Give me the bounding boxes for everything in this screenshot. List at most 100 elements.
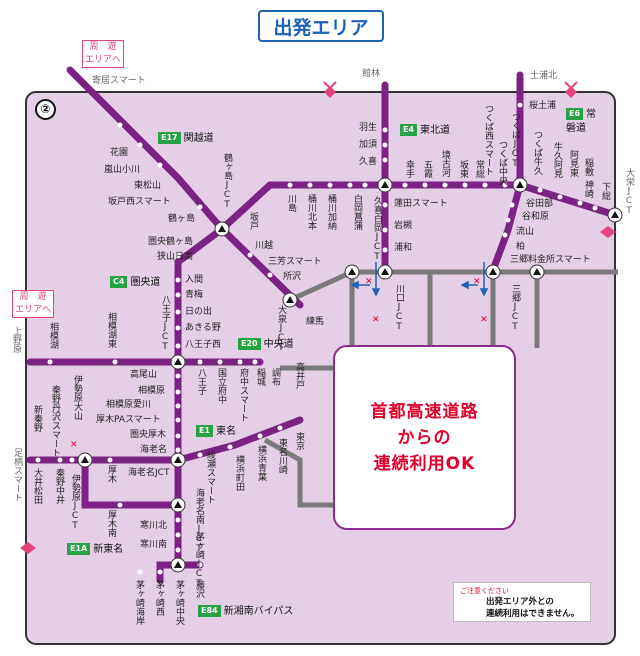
stn-misato-jct: 三郷JCT [510, 284, 520, 332]
stn-hanazono: 花園 [110, 148, 129, 158]
stn-hinode: 日の出 [185, 307, 213, 317]
stn-satte: 幸手 [404, 160, 414, 178]
stn-takaido: 高井戸 [294, 362, 304, 389]
stn-tomeikawasaki: 東名川崎 [277, 438, 287, 474]
stn-shimofusa: 下総 [600, 182, 610, 200]
label-oi: 大栄JCT [624, 168, 634, 216]
stn-tsukuba-jct: つくばJCT [510, 112, 520, 169]
explore-area-tag-left[interactable]: 周 遊 エリアへ [12, 290, 55, 318]
notice-line-1: 首都高速道路 [370, 401, 479, 422]
stn-yatabe: 谷田部 [526, 199, 554, 209]
stn-chigasakinishi: 茅ヶ崎西 [154, 580, 164, 616]
stn-ebina-jct: 海老名JCT [128, 468, 170, 478]
stn-hachiojinishi: 八王子西 [185, 340, 222, 350]
stn-kenou-tsurugashima: 圏央鶴ヶ島 [148, 237, 194, 247]
stn-fujisawa: 藤沢 [194, 580, 204, 598]
stn-hanyu: 羽生 [359, 123, 378, 133]
stn-chigasakichuo: 茅ヶ崎中央 [174, 580, 184, 625]
stn-atsugi-pa: 厚木PAスマート [96, 415, 161, 425]
stn-nerima: 練馬 [306, 317, 325, 327]
label-ueno: 上野原 [11, 326, 21, 353]
stn-shinhadano: 新秦野 [32, 405, 42, 432]
stn-yokohamamachida: 横浜町田 [234, 455, 244, 491]
stn-hasuda: 蓮田スマート [394, 199, 448, 209]
stn-yokohamaaoba: 横浜青葉 [256, 445, 266, 481]
stn-amihigashi: 阿見東 [568, 150, 578, 177]
stn-sakaikoga: 境古河 [440, 150, 450, 177]
svg-text:✕: ✕ [473, 277, 481, 287]
label-tsuchiura: 土浦北 [530, 71, 558, 81]
label-yorii: 寄居スマート [92, 76, 146, 86]
stn-tsukubaushiku: つくば牛久 [532, 130, 542, 175]
stn-inashiki: 稲敷 [583, 158, 593, 176]
legend-text: 出発エリア外との 連続利用はできません。 [486, 597, 580, 619]
stn-tokorozawa: 所沢 [283, 272, 302, 282]
stn-chigasakikaigan: 茅ヶ崎海岸 [134, 580, 144, 625]
stn-tsurugashima: 鶴ヶ島 [168, 214, 196, 224]
stn-chigasaki-jct: 茅ヶ崎JCT [194, 532, 204, 589]
stn-ushikuami: 牛久阿見 [552, 142, 562, 178]
stn-kawagoe: 川越 [255, 241, 274, 251]
stn-hadanotanzawa: 秦野丹沢スマート [50, 385, 60, 457]
direction-arrows [350, 262, 489, 297]
stn-nagareyama: 流山 [516, 227, 535, 237]
stn-goka: 五霞 [422, 160, 432, 178]
stn-sayama: 狭山日高 [157, 252, 194, 262]
stn-kunitachi: 国立府中 [216, 368, 226, 404]
stn-tsurugashima-jct: 鶴ヶ島JCT [222, 153, 232, 210]
junction-markers [77, 177, 623, 573]
stn-inagi: 稲城 [255, 368, 265, 386]
stn-sagamihara: 相模原 [138, 386, 166, 396]
notice-box: 首都高速道路 からの 連続利用OK [333, 345, 516, 530]
stn-miyoshi: 三芳スマート [268, 257, 322, 267]
svg-text:✕: ✕ [365, 277, 373, 287]
stn-sakadonishi: 坂戸西スマート [108, 197, 171, 207]
stn-kashiwa: 柏 [516, 242, 526, 252]
stn-okegawakitamoto: 桶川北本 [306, 194, 316, 230]
label-ashigara: 足柄スマート [12, 448, 22, 502]
no-entry-marks: ✕ ✕ ✕ ✕ ✕ [70, 277, 488, 450]
stn-kawajima: 川島 [286, 194, 296, 212]
stn-hachioji: 八王子 [196, 368, 206, 395]
stn-chofu: 調布 [270, 368, 280, 386]
notice-line-3: 連続利用OK [373, 453, 476, 474]
stn-sagamiko: 相模湖 [48, 322, 58, 349]
stn-ebinaminami: 海老名南JCT [194, 488, 204, 554]
svg-text:✕: ✕ [372, 315, 380, 325]
stn-takaosan: 高尾山 [130, 370, 158, 380]
stn-oimatsuda: 大井松田 [32, 468, 42, 504]
stn-hachioji-jct: 八王子JCT [160, 295, 170, 352]
station-dots [35, 102, 598, 575]
svg-text:✕: ✕ [70, 440, 78, 450]
stn-joso: 常総 [474, 160, 484, 178]
stn-shiraokashobu: 白岡菖蒲 [352, 194, 362, 230]
area-number-badge: ② [35, 99, 56, 120]
stn-tsukubanishi: つくば西スマート [483, 104, 493, 176]
stn-samukawakita: 寒川北 [140, 521, 168, 531]
stn-kukishiraoka: 久喜白岡JCT [372, 196, 382, 262]
stn-atsugiminami: 厚木南 [106, 510, 116, 537]
stn-samukawaminami: 寒川南 [140, 540, 168, 550]
stn-misato-smart: 三郷料金所スマート [510, 255, 591, 265]
stn-ayase: 綾瀬スマート [205, 450, 215, 504]
stn-kozaki: 神崎 [583, 180, 593, 198]
stn-akiruno: あきる野 [185, 323, 221, 333]
stn-tsukubachuo: つくば中央 [497, 140, 507, 185]
stn-oizumi: 大泉JCT [276, 305, 286, 353]
legend-caption: ご注意ください [460, 587, 509, 595]
svg-text:✕: ✕ [480, 315, 488, 325]
page-title: 出発エリア [258, 10, 384, 42]
stn-urawa: 浦和 [394, 243, 413, 253]
explore-area-tag-top[interactable]: 周 遊 エリアへ [82, 40, 125, 68]
stn-kawaguchi-jct: 川口JCT [394, 284, 404, 332]
stn-sakado: 坂戸 [248, 212, 258, 230]
stn-iseharaoyama: 伊勢原大山 [72, 375, 82, 420]
stn-atsugi: 厚木 [106, 465, 116, 483]
stn-higashimatsuyama: 東松山 [134, 181, 162, 191]
stn-bando: 坂東 [458, 160, 468, 178]
